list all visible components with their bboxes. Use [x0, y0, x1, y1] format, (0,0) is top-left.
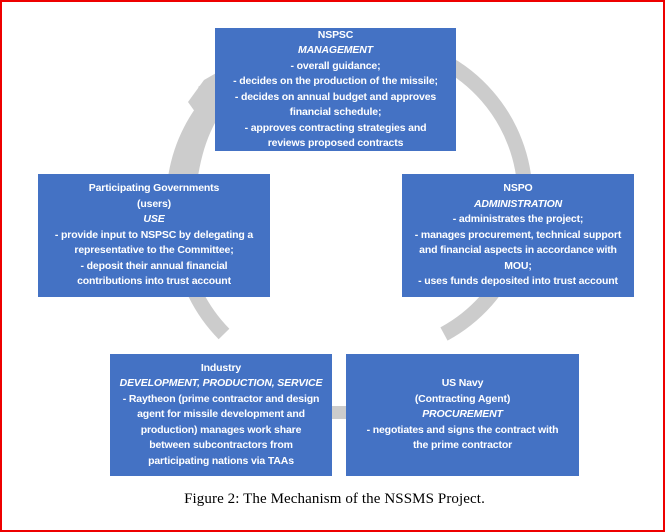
usnavy-subtitle: (Contracting Agent)	[414, 392, 511, 405]
nspo-title: NSPO	[503, 182, 533, 195]
nspo-line-2: - manages procurement, technical support	[414, 228, 622, 241]
usnavy-title: US Navy	[441, 377, 484, 390]
industry-line-1: - Raytheon (prime contractor and design	[122, 392, 320, 405]
nspo-line-3: and financial aspects in accordance with	[419, 244, 617, 257]
industry-title: Industry	[200, 361, 242, 374]
nspo-role: ADMINISTRATION	[473, 197, 563, 210]
nspsc-line-3: - decides on annual budget and approves	[234, 90, 437, 103]
governments-line-4: contributions into trust account	[77, 275, 231, 288]
node-nspo[interactable]: NSPO ADMINISTRATION - administrates the …	[402, 174, 634, 297]
nspsc-line-5: - approves contracting strategies and	[244, 121, 427, 134]
nspo-line-4: MOU;	[504, 259, 532, 272]
nspsc-line-2: - decides on the production of the missi…	[233, 75, 438, 87]
industry-role: DEVELOPMENT, PRODUCTION, SERVICE	[119, 377, 323, 390]
nspsc-line-6: reviews proposed contracts	[267, 137, 404, 149]
nspo-line-5: - uses funds deposited into trust accoun…	[418, 275, 618, 288]
usnavy-role: PROCUREMENT	[422, 408, 503, 421]
industry-line-3: production) manages work share	[140, 423, 302, 436]
usnavy-line-1: - negotiates and signs the contract with	[366, 423, 559, 436]
nspsc-line-4: financial schedule;	[289, 106, 382, 118]
nspsc-line-1: - overall guidance;	[290, 59, 381, 72]
node-industry[interactable]: Industry DEVELOPMENT, PRODUCTION, SERVIC…	[110, 354, 332, 476]
node-nspsc[interactable]: NSPSC MANAGEMENT - overall guidance; - d…	[215, 28, 456, 151]
node-participating-governments[interactable]: Participating Governments (users) USE - …	[38, 174, 270, 297]
governments-line-2: representative to the Committee;	[74, 244, 234, 257]
usnavy-line-2: the prime contractor	[412, 439, 513, 452]
governments-line-1: - provide input to NSPSC by delegating a	[54, 228, 254, 241]
industry-usnavy-connector	[326, 406, 352, 419]
industry-line-4: between subcontractors from	[149, 439, 293, 452]
governments-title: Participating Governments	[88, 182, 220, 195]
figure-caption: Figure 2: The Mechanism of the NSSMS Pro…	[184, 491, 485, 507]
nspsc-title: NSPSC	[317, 28, 354, 41]
governments-subtitle: (users)	[137, 197, 171, 210]
nspsc-role: MANAGEMENT	[298, 44, 373, 56]
industry-line-5: participating nations via TAAs	[148, 454, 294, 467]
node-us-navy[interactable]: US Navy (Contracting Agent) PROCUREMENT …	[346, 354, 579, 476]
industry-line-2: agent for missile development and	[137, 408, 305, 421]
governments-role: USE	[143, 213, 165, 226]
governments-line-3: - deposit their annual financial	[80, 259, 228, 272]
nspo-line-1: - administrates the project;	[452, 213, 584, 226]
